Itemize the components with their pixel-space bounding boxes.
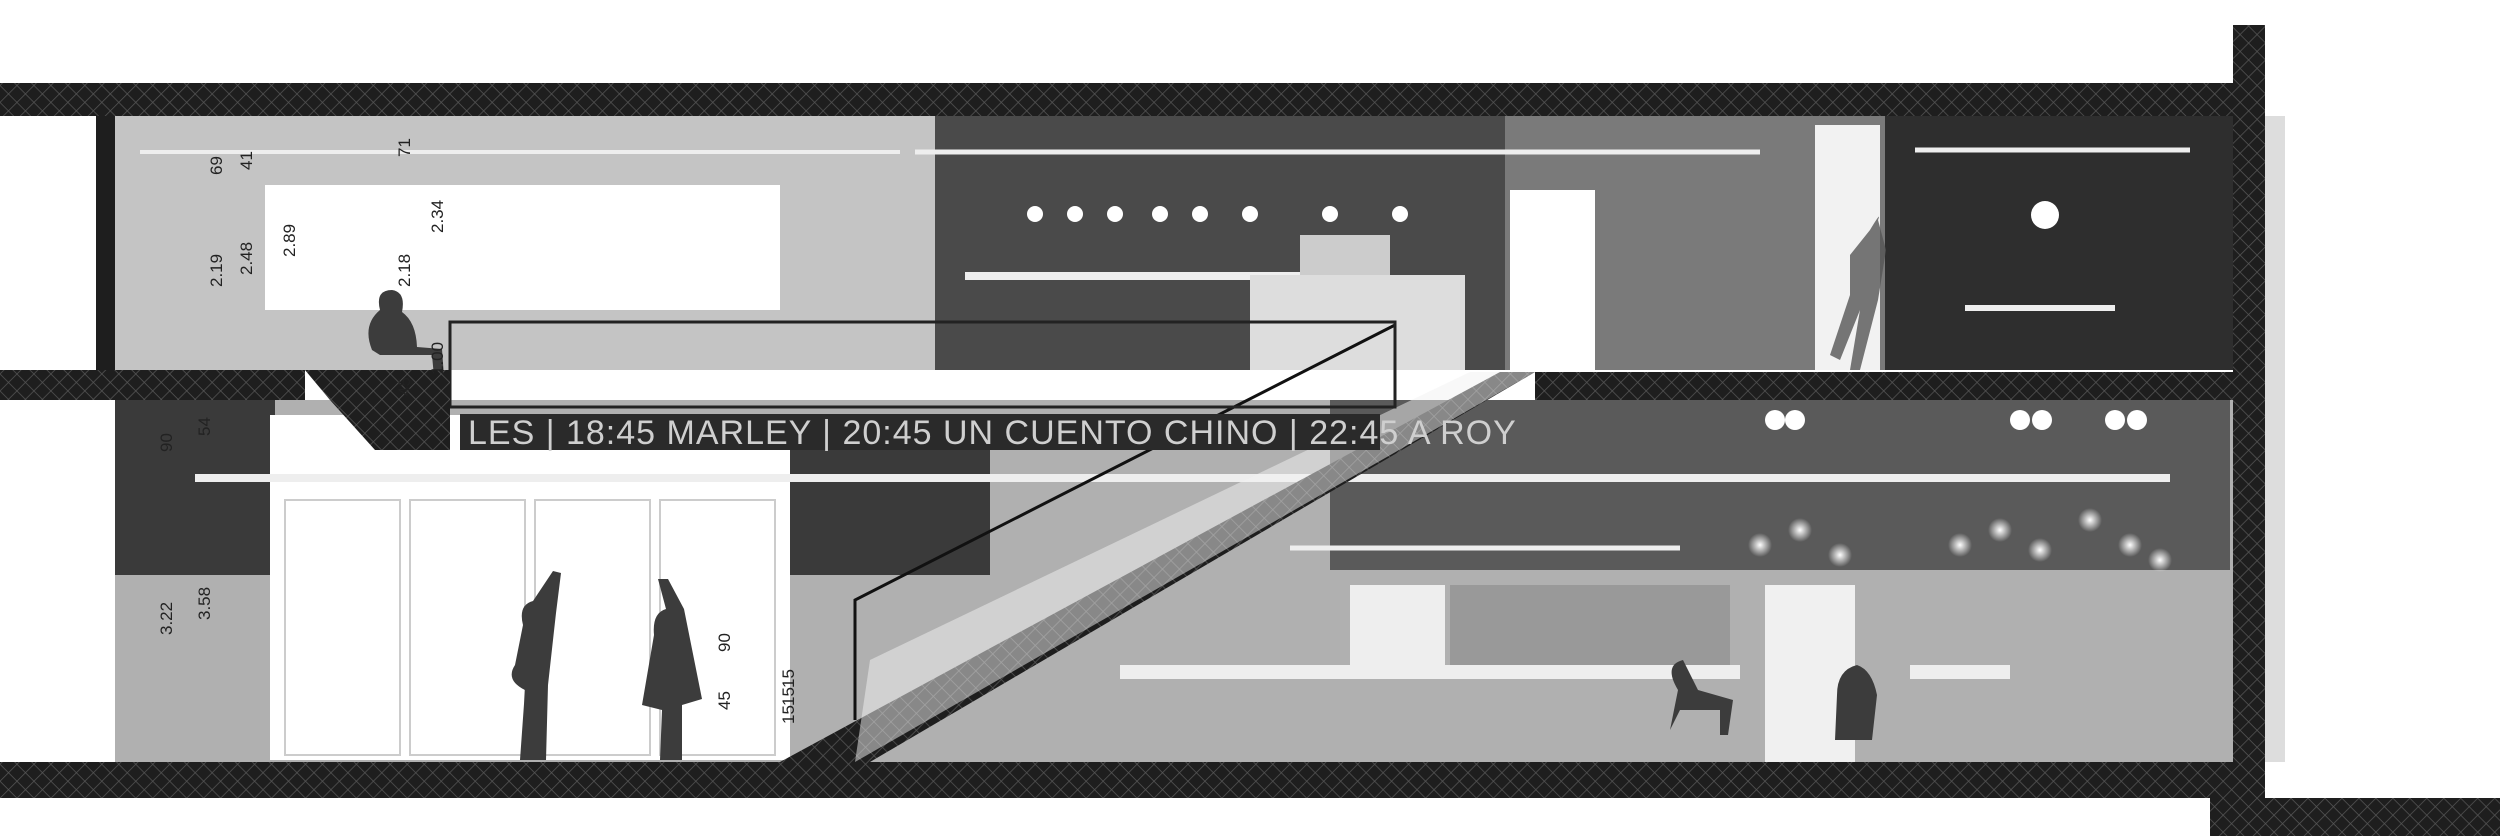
dimension-label: 15: [779, 669, 798, 688]
bar-counter: [965, 272, 1305, 280]
dimension-label: 69: [207, 156, 226, 175]
dimension-label: 1.00: [428, 342, 447, 375]
dimension-label: 54: [195, 417, 214, 436]
dimension-label: 2.34: [428, 200, 447, 233]
photographer-figure: [642, 579, 702, 760]
dimension-label: 2.18: [395, 254, 414, 287]
dimension-label: 71: [395, 138, 414, 157]
door: [1510, 190, 1595, 370]
ground-slab: [0, 762, 2265, 798]
dimension-label: 2.19: [207, 254, 226, 287]
dimension-label: 15: [779, 705, 798, 724]
dimension-label: 45: [395, 377, 414, 396]
left-wall: [96, 116, 115, 370]
seated-figure: [1835, 665, 1877, 740]
dimension-label: 45: [715, 691, 734, 710]
dimension-label: 2.89: [280, 224, 299, 257]
right-wall: [2233, 25, 2265, 765]
seated-figure: [1670, 660, 1733, 735]
photographer-figure: [511, 571, 561, 760]
structure: [0, 25, 2500, 836]
dimension-label: 90: [157, 433, 176, 452]
roof-slab: [0, 83, 2235, 116]
staircase: [448, 320, 1535, 762]
walking-figure: [1830, 216, 1886, 370]
mezzanine-railing: [448, 320, 1397, 409]
dimension-label: 3.58: [195, 587, 214, 620]
mezzanine-slab: [0, 370, 305, 400]
upper-floor-slab: [1535, 372, 2235, 400]
dimension-label: 3.22: [157, 602, 176, 635]
dimension-label: 15: [779, 687, 798, 706]
led-marquee: LES | 18:45 MARLEY | 20:45 UN CUENTO CHI…: [460, 414, 1517, 452]
dimension-label: 41: [237, 151, 256, 170]
upper-floor: [115, 116, 2235, 377]
dimension-label: 90: [715, 633, 734, 652]
seated-figure: [368, 290, 444, 377]
dimension-labels: 69 41 71 2.19 2.48 2.89 2.34 2.18 1.00 4…: [157, 138, 798, 724]
bar-counter: [1120, 665, 1740, 679]
led-marquee-text: LES | 18:45 MARLEY | 20:45 UN CUENTO CHI…: [468, 414, 1517, 452]
dimension-label: 2.48: [237, 242, 256, 275]
table: [1965, 305, 2115, 311]
